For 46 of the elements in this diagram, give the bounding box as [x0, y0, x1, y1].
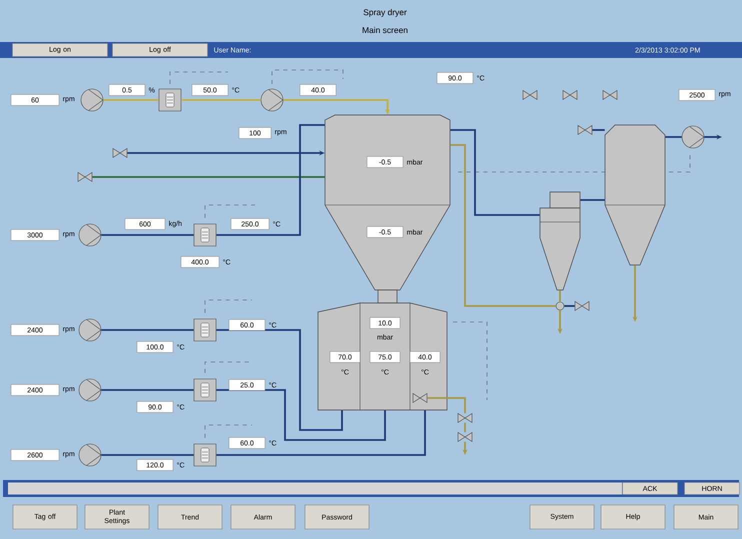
valve-symbol: [412, 393, 428, 404]
pipe: [450, 129, 540, 216]
pump-symbol: [80, 88, 104, 112]
valve-symbol: [458, 413, 472, 424]
valve-symbol: [578, 124, 592, 136]
filter-symbol: [158, 88, 182, 112]
pipe: [101, 234, 194, 236]
pipe: [181, 99, 261, 101]
heater-symbol: [194, 444, 216, 466]
valve-symbol: [562, 90, 578, 100]
pump-symbol: [78, 444, 102, 466]
pipe: [665, 136, 682, 138]
pipe: [101, 454, 194, 456]
heater-symbol: [194, 224, 216, 246]
pipe: [564, 305, 575, 307]
pipe: [427, 397, 466, 414]
drying-chamber-drawing: [324, 114, 450, 304]
pump-symbol: [260, 88, 284, 112]
screen-title: Spray dryer: [364, 9, 407, 17]
pipe: [450, 144, 556, 307]
valve-symbol: [458, 432, 472, 442]
pipe: [592, 129, 605, 131]
pump-symbol: [78, 224, 102, 246]
valve-symbol: [574, 301, 590, 312]
pipe: [580, 199, 605, 201]
junction-symbol: [556, 302, 564, 310]
pump-symbol: [78, 378, 102, 402]
heater-symbol: [194, 378, 216, 402]
screen-subtitle: Main screen: [362, 26, 408, 34]
valve-symbol: [522, 90, 538, 100]
bag-filter-drawing: [604, 124, 666, 266]
fan-symbol: [682, 126, 704, 148]
pipe: [464, 422, 466, 432]
valve-symbol: [112, 148, 128, 158]
valve-symbol: [78, 172, 92, 182]
cyclone-drawing: [540, 192, 580, 290]
pipe: [216, 124, 325, 236]
heater-symbol: [194, 318, 216, 342]
pipe: [92, 176, 325, 178]
pipe: [216, 410, 426, 456]
pump-symbol: [78, 318, 102, 342]
pipe: [101, 389, 194, 391]
pipe: [101, 329, 194, 331]
pipe: [103, 99, 159, 101]
pipe: [559, 290, 561, 302]
valve-symbol: [602, 90, 618, 100]
